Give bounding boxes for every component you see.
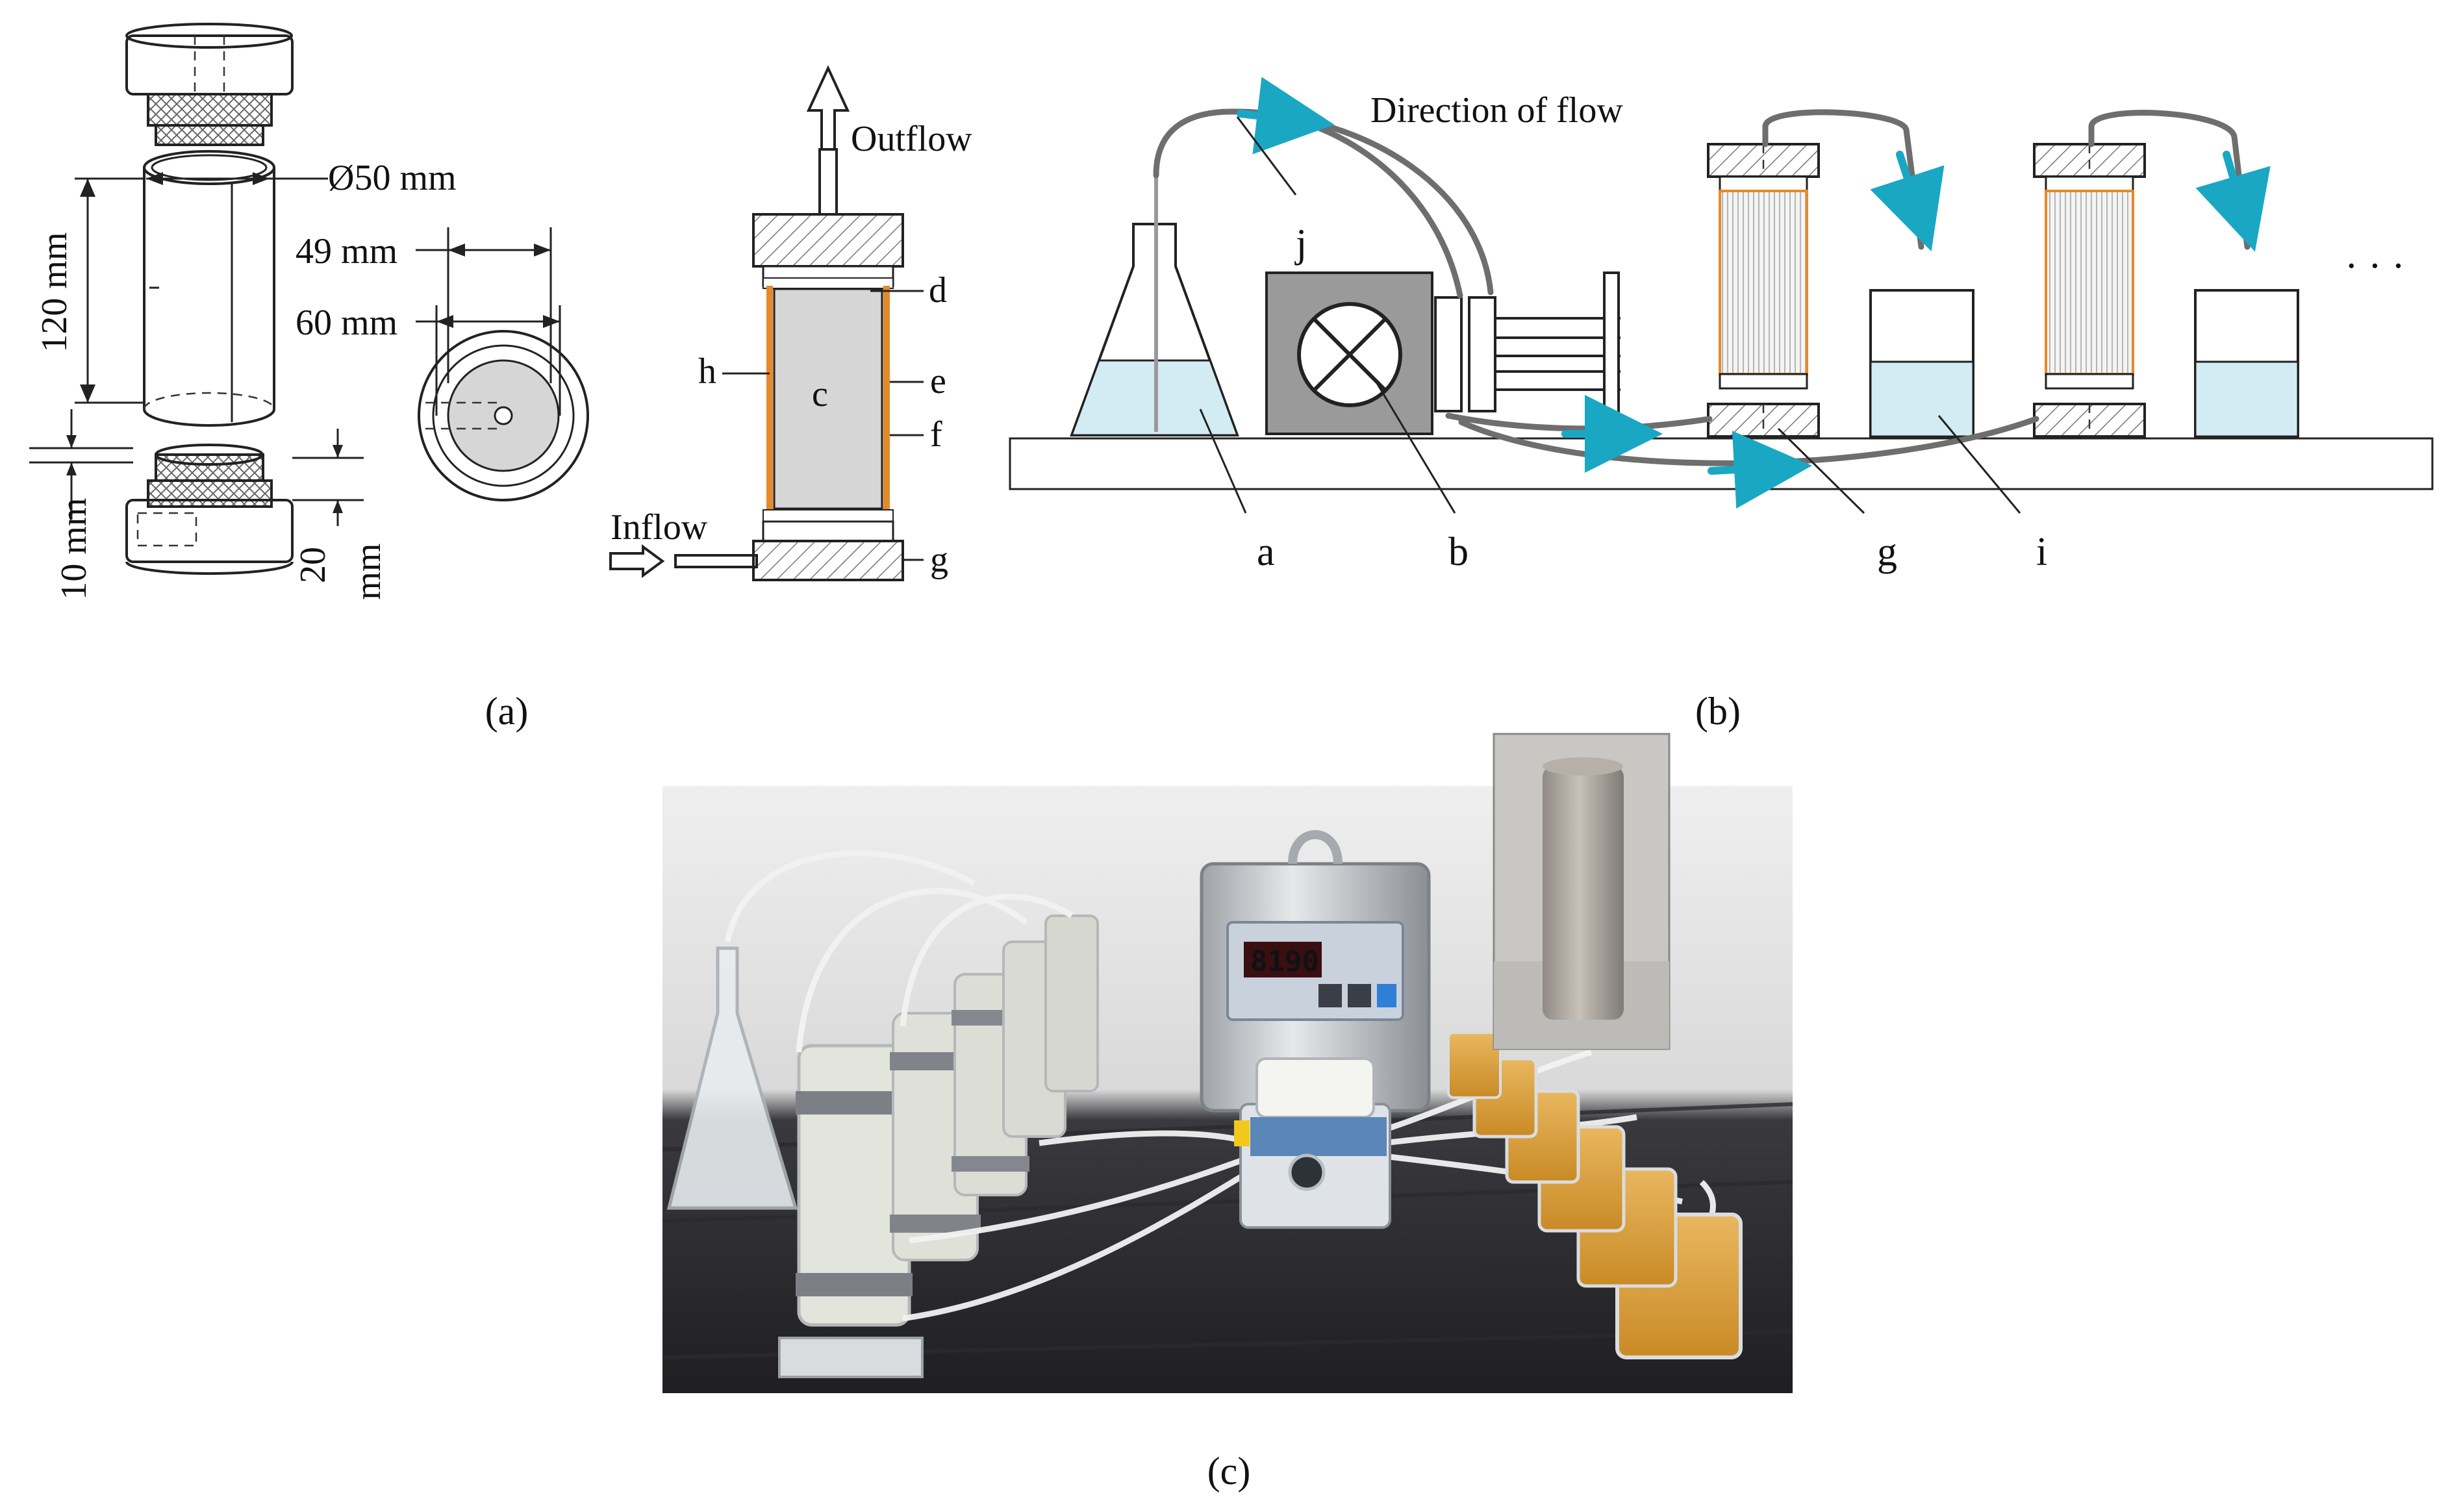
- outflow-label: Outflow: [851, 119, 972, 159]
- photo-beakers: [1447, 1031, 1743, 1359]
- panel-a: 120 mm Ø50 mm 10 mm 20 mm: [29, 23, 972, 733]
- label-i: i: [2036, 530, 2047, 574]
- dim-height: 120 mm: [34, 232, 75, 352]
- dim-gap: 10 mm: [54, 498, 94, 599]
- label-b: b: [1448, 530, 1469, 574]
- photo: 8190: [662, 733, 1793, 1393]
- flow-arrows: [1237, 77, 2271, 509]
- inflow-label: Inflow: [611, 507, 708, 548]
- photo-columns: [796, 914, 1099, 1327]
- panel-b: Direction of flow j a b g i · · · (b): [1009, 77, 2434, 733]
- panel-c: 8190: [662, 733, 1793, 1493]
- label-h: h: [698, 351, 716, 392]
- label-g-setup: g: [1877, 530, 1897, 574]
- panel-b-label: (b): [1695, 690, 1741, 733]
- column-1: [1707, 143, 1820, 438]
- label-e: e: [930, 361, 946, 401]
- label-c: c: [812, 374, 828, 414]
- dim-base-bottom: mm: [348, 543, 388, 599]
- dimensions: 120 mm Ø50 mm 10 mm 20 mm: [29, 158, 457, 600]
- panel-a-label: (a): [485, 690, 529, 733]
- bench: [1009, 437, 2434, 490]
- pump: [1265, 271, 1620, 435]
- svg-text:8190: 8190: [1250, 945, 1319, 978]
- column-2: [2033, 143, 2146, 438]
- top-view: 49 mm 60 mm: [296, 227, 589, 501]
- label-g: g: [930, 540, 948, 580]
- ellipsis: · · ·: [2345, 244, 2405, 288]
- dim-base-top: 20: [293, 547, 333, 583]
- inset-core-photo: [1493, 733, 1671, 1050]
- dim-diameter: Ø50 mm: [328, 158, 457, 198]
- label-a: a: [1257, 530, 1275, 574]
- direction-label: Direction of flow: [1370, 90, 1623, 131]
- exploded-mold: [125, 23, 294, 575]
- beaker-1: [1869, 289, 1974, 438]
- flask: [1070, 175, 1239, 436]
- cross-section: Outflow Inflow c d e f g h: [609, 65, 972, 581]
- label-d: d: [929, 270, 947, 310]
- dim-outer: 60 mm: [296, 303, 397, 343]
- label-j: j: [1294, 221, 1307, 266]
- panel-c-label: (c): [1207, 1450, 1251, 1493]
- label-f: f: [930, 414, 942, 455]
- dim-inner: 49 mm: [296, 231, 397, 271]
- beaker-2: [2194, 289, 2299, 438]
